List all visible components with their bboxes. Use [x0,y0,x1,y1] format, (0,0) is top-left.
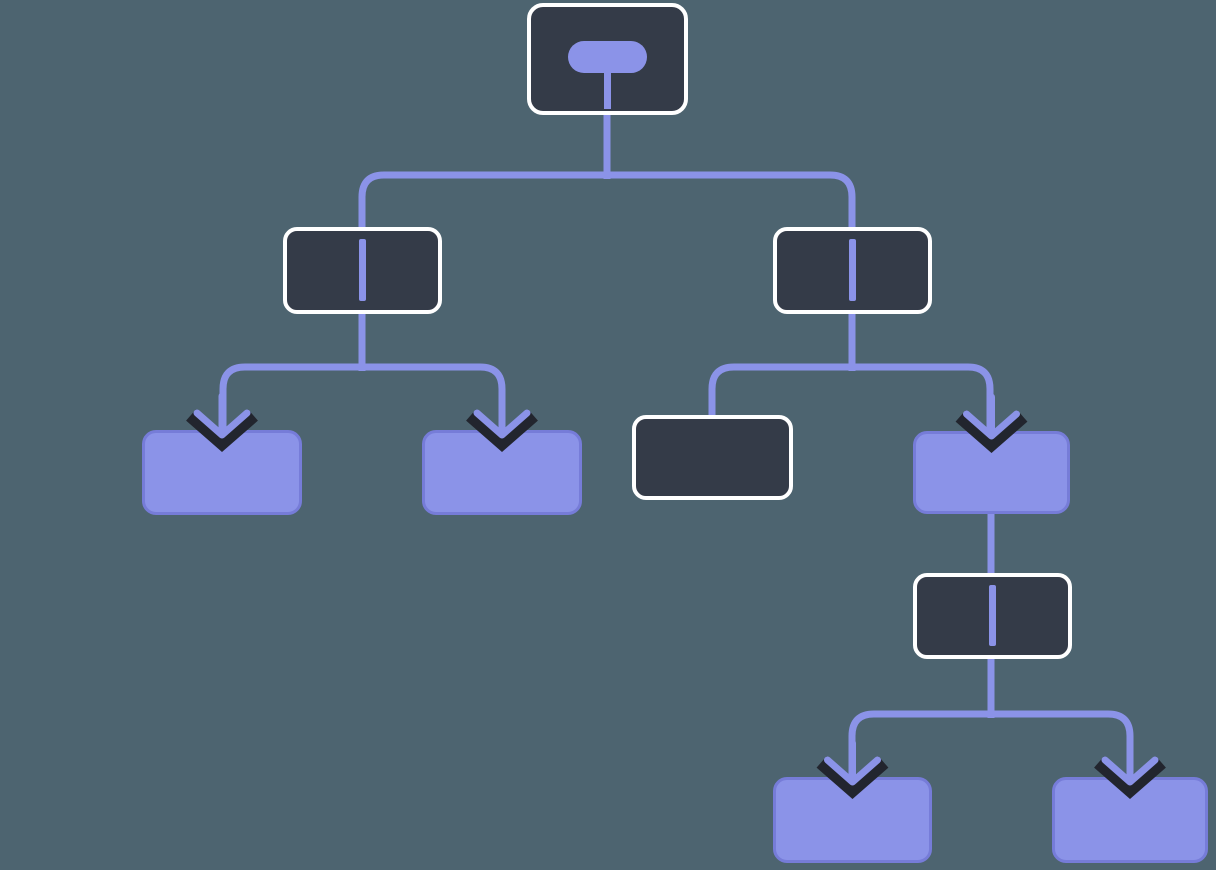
connector-bottom-tee [848,710,1134,781]
arrow-layer [186,392,1166,799]
chevron-purple-icon [963,393,1020,440]
node-divider-bar [989,585,996,646]
arrow-down-icon [955,393,1028,453]
node-divider-bar [849,239,856,301]
connector-layer [219,110,1134,781]
node-layer [142,3,1208,863]
connector-right-branch-tee [708,363,994,435]
chevron-dark-icon [955,410,1028,453]
arrow-down-icon [816,739,889,799]
chevron-dark-icon [186,409,258,452]
arrow-down-icon [186,392,258,452]
chevron-dark-icon [816,756,889,799]
connector-level1-tee [358,171,856,230]
chevron-purple-icon [193,392,251,439]
chevron-dark-icon [466,409,538,452]
node-pill-stem [604,73,611,109]
node-pill-indicator [568,41,647,73]
connector-left-branch-tee [219,363,506,434]
node-child-dark[interactable] [632,415,793,500]
node-divider-bar [359,239,366,301]
chevron-purple-icon [473,392,531,439]
chevron-dark-icon [1094,756,1166,799]
arrow-down-icon [466,392,538,452]
chevron-purple-icon [824,739,881,786]
chevron-purple-icon [1101,739,1159,786]
arrow-down-icon [1094,739,1166,799]
